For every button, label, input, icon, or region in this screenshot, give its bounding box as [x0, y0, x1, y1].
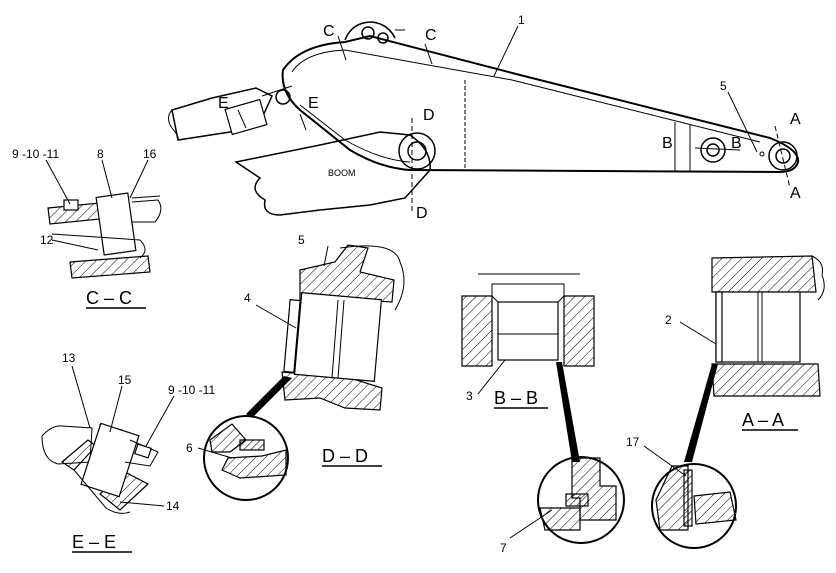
part-15-label: 15 — [118, 373, 132, 387]
part-13-label: 13 — [62, 351, 76, 365]
part-2-label: 2 — [665, 313, 672, 327]
cut-c-right: C — [425, 27, 437, 44]
section-ee: 13 15 9 -10 -11 14 E – E — [41, 351, 215, 553]
part-1-label: 1 — [518, 13, 525, 27]
bolt-cc-label: 9 -10 -11 — [12, 147, 59, 161]
cut-a-top: A — [790, 111, 801, 128]
part-5-dd-label: 5 — [298, 233, 305, 247]
section-title-aa: A – A — [742, 410, 784, 430]
cut-c-left: C — [323, 23, 335, 40]
section-title-cc: C – C — [86, 288, 132, 308]
cut-e-left: E — [218, 95, 229, 112]
part-6-label: 6 — [186, 441, 193, 455]
part-4-label: 4 — [244, 291, 251, 305]
part-3-label: 3 — [466, 389, 473, 403]
part-14-label: 14 — [166, 499, 180, 513]
part-12-label: 12 — [40, 233, 54, 247]
arm-assembly: BOOM — [168, 21, 800, 216]
part-5-label: 5 — [720, 79, 727, 93]
boom-label: BOOM — [328, 168, 356, 178]
section-title-bb: B – B — [494, 388, 538, 408]
section-title-dd: D – D — [322, 446, 368, 466]
part-7-label: 7 — [500, 541, 507, 555]
part-17-label: 17 — [626, 435, 640, 449]
section-dd: 5 4 6 D – D — [186, 233, 405, 501]
section-aa: 2 A – A 17 — [626, 255, 825, 549]
cut-b-left: B — [662, 135, 673, 152]
cut-d-bottom: D — [416, 205, 428, 222]
section-cc: 9 -10 -11 8 16 12 C – C — [12, 147, 162, 309]
cut-a-bottom: A — [790, 185, 801, 202]
cut-e-right: E — [308, 95, 319, 112]
section-bb: 3 B – B 7 — [461, 273, 625, 555]
part-8-label: 8 — [97, 147, 104, 161]
cut-d-top: D — [423, 107, 435, 124]
bolt-ee-label: 9 -10 -11 — [168, 383, 215, 397]
cut-b-right: B — [731, 135, 742, 152]
part-16-label: 16 — [143, 147, 157, 161]
cut-markers: C C E E D D B B A A — [218, 23, 801, 222]
section-title-ee: E – E — [72, 532, 116, 552]
